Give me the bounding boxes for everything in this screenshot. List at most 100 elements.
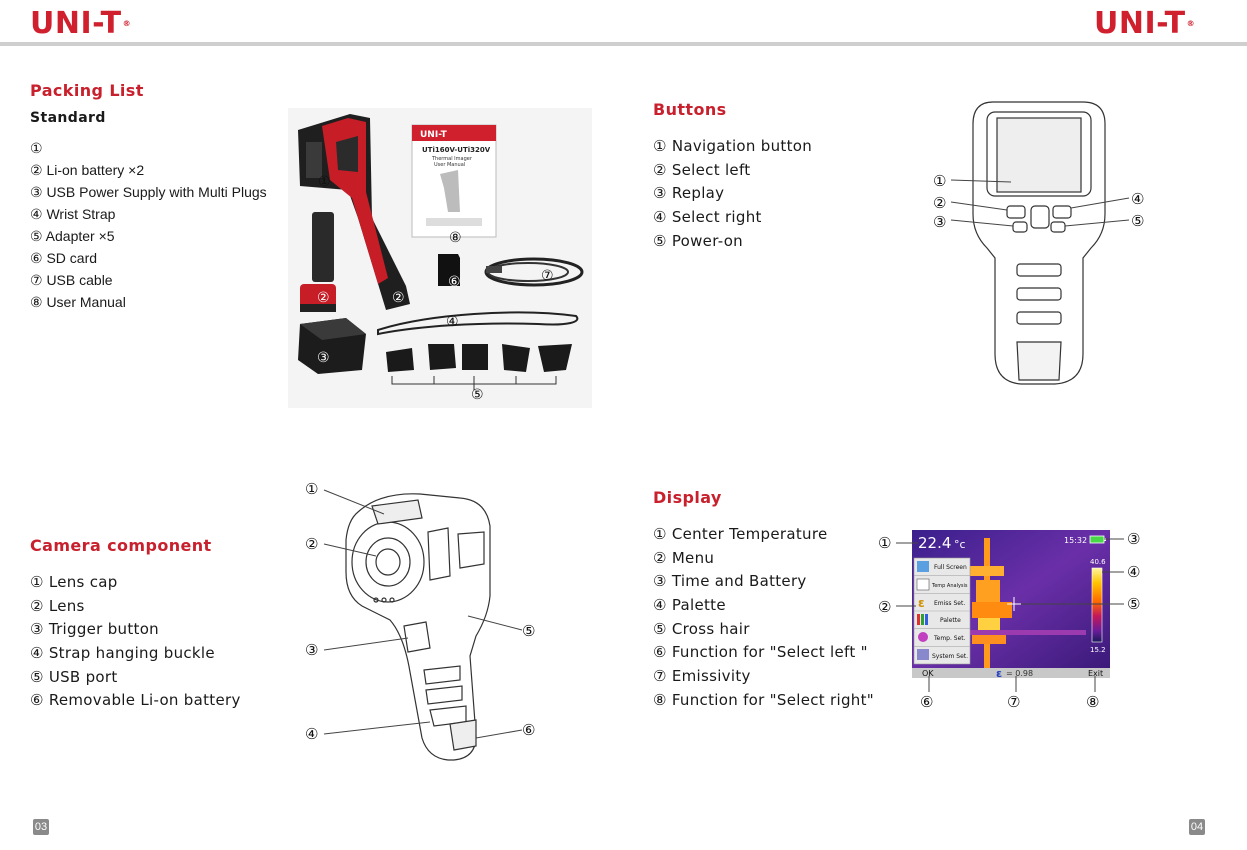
emissivity-symbol: ε <box>996 667 1002 680</box>
manual-brand: UNI-T <box>420 130 448 140</box>
list-item: ④ Strap hanging buckle <box>30 644 215 663</box>
list-item: ⑤ Adapter ×5 <box>30 228 115 244</box>
list-item: ⑦ Emissivity <box>653 667 751 686</box>
callout-4: ④ <box>446 314 459 330</box>
list-item: ⑤ Cross hair <box>653 619 750 638</box>
brand-logo-right: UNI-T® <box>1094 6 1196 41</box>
list-item: ④ Select right <box>653 208 762 227</box>
sd-card-image <box>438 254 460 286</box>
power-supply-image <box>298 318 366 374</box>
camera-component-list: ① Lens cap ② Lens ③ Trigger button ④ Str… <box>30 571 241 713</box>
list-item: ① <box>30 140 43 156</box>
list-item: ③ USB Power Supply with Multi Plugs <box>30 184 267 200</box>
palette-icon <box>917 614 920 625</box>
menu-item-palette: Palette <box>940 617 961 624</box>
palette-bar <box>1091 567 1103 643</box>
manual-model: UTi160V-UTi320V <box>422 146 491 154</box>
callout-1: ① <box>878 534 891 552</box>
page-number-right: 04 <box>1189 819 1205 835</box>
temp-analysis-icon <box>916 578 930 591</box>
list-item: ① Center Temperature <box>653 525 828 543</box>
palette-max: 40.6 <box>1090 558 1106 566</box>
list-item: ② Lens <box>30 596 85 615</box>
callout-6: ⑥ <box>920 693 933 711</box>
menu-item-system-set: System Set. <box>932 653 968 660</box>
display-screen-illustration: 22.4 °c 15:32 40.6 15.2 ε Full Screen Te… <box>878 530 1140 711</box>
plug-adapters-image <box>386 344 572 372</box>
list-item: ② Select left <box>653 160 751 179</box>
thermal-imager-image <box>298 114 410 310</box>
callout-2: ② <box>933 194 946 212</box>
callout-7: ⑦ <box>541 268 554 284</box>
list-item: ④ Palette <box>653 596 726 615</box>
menu-item-emiss-set: Emiss Set. <box>934 600 965 607</box>
menu-panel: ε Full Screen Temp Analysis Emiss Set. P… <box>913 557 971 665</box>
packing-list-subtitle: Standard <box>30 110 106 126</box>
list-item: ② Menu <box>653 548 715 567</box>
list-item: ⑥ SD card <box>30 250 98 266</box>
callout-4: ④ <box>1127 563 1140 581</box>
display-title: Display <box>653 488 722 507</box>
list-item: ⑧ Function for "Select right" <box>653 690 874 709</box>
usb-cable-image <box>484 257 584 287</box>
temp-set-icon <box>918 632 928 642</box>
callout-4: ④ <box>1131 190 1144 208</box>
thermal-object <box>936 538 1086 668</box>
menu-item-full-screen: Full Screen <box>934 564 967 571</box>
page-number-left: 03 <box>33 819 49 835</box>
list-item: ① Navigation button <box>653 137 813 155</box>
list-item: ① Lens cap <box>30 573 118 591</box>
temperature-unit: °c <box>954 538 966 551</box>
packing-list-title: Packing List <box>30 81 144 100</box>
callout-5: ⑤ <box>522 622 535 640</box>
list-item: ⑥ Removable Li-on battery <box>30 691 241 710</box>
callout-2: ② <box>317 290 330 306</box>
callout-2: ② <box>305 535 318 553</box>
full-screen-icon <box>917 561 929 572</box>
user-manual-image: UNI-T UTi160V-UTi320V Thermal Imager Use… <box>411 124 497 238</box>
list-item: ③ Trigger button <box>30 620 159 639</box>
callout-7: ⑦ <box>1007 693 1020 711</box>
buttons-title: Buttons <box>653 100 727 119</box>
crosshair-icon <box>1007 597 1021 611</box>
system-set-icon <box>917 649 929 660</box>
callout-2: ② <box>392 290 405 306</box>
callout-3: ③ <box>305 641 318 659</box>
palette-min: 15.2 <box>1090 646 1106 654</box>
list-item: ④ Wrist Strap <box>30 206 116 222</box>
brand-logo-left: UNI-T® <box>30 6 132 41</box>
emissivity-value: = 0.98 <box>1006 669 1033 678</box>
callout-3: ③ <box>933 213 946 231</box>
callout-6: ⑥ <box>448 274 461 290</box>
function-bar <box>912 668 1110 678</box>
callout-2: ② <box>878 598 891 616</box>
list-item: ⑥ Function for "Select left " <box>653 643 868 662</box>
callout-8: ⑧ <box>449 230 462 246</box>
camera-component-title: Camera component <box>30 536 212 555</box>
buttons-list: ① Navigation button ② Select left ③ Repl… <box>653 135 812 253</box>
camera-front-illustration: ① ② ③ ④ ⑤ ⑥ <box>305 480 535 761</box>
list-item: ⑤ Power-on <box>653 231 743 250</box>
callout-1: ① <box>318 174 331 190</box>
time-readout: 15:32 <box>1064 536 1087 545</box>
callout-6: ⑥ <box>522 721 535 739</box>
battery-icon <box>1089 535 1105 544</box>
menu-item-temp-analysis: Temp Analysis <box>931 583 968 589</box>
list-item: ⑧ User Manual <box>30 294 126 310</box>
menu-item-temp-set: Temp. Set. <box>933 635 966 642</box>
right-key-label: Exit <box>1088 669 1103 678</box>
list-item: ⑦ USB cable <box>30 272 113 288</box>
callout-1: ① <box>305 480 318 498</box>
callout-8: ⑧ <box>1086 693 1099 711</box>
list-item: ③ Time and Battery <box>653 572 807 591</box>
wrist-strap-image <box>377 311 579 336</box>
buttons-back-view-illustration: ① ② ③ ④ ⑤ <box>933 101 1144 385</box>
packing-list: ① ② Li-on battery ×2 ③ USB Power Supply … <box>30 137 267 313</box>
list-item: ③ Replay <box>653 184 725 203</box>
left-key-label: OK <box>922 669 934 678</box>
callout-1: ① <box>933 172 946 190</box>
manual-line1: Thermal Imager <box>431 156 473 162</box>
callout-5: ⑤ <box>1131 212 1144 230</box>
callout-3: ③ <box>1127 530 1140 548</box>
callout-3: ③ <box>317 350 330 366</box>
